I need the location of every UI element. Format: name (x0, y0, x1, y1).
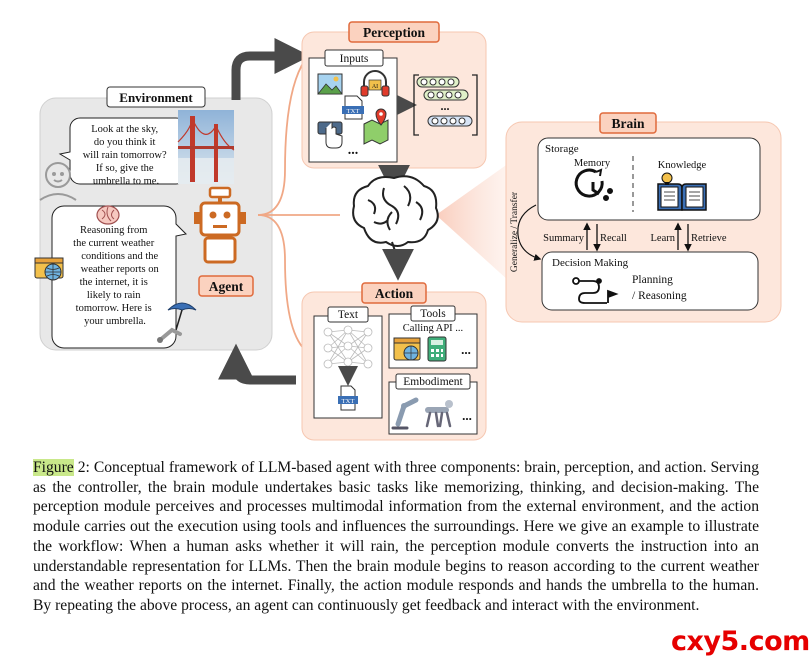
inputs-ellipsis: ... (348, 143, 359, 158)
txt-output-label: TXT (342, 398, 355, 405)
action-title: Action (375, 286, 414, 301)
calling-api-label: Calling API ... (403, 323, 463, 334)
caption-text: 2: Conceptual framework of LLM-based age… (33, 459, 759, 614)
tools-title: Tools (420, 308, 446, 320)
human-line-5: umbrella to me. (93, 176, 159, 187)
retrieve-label: Retrieve (691, 233, 727, 244)
brain-panel: Brain Storage Memory Knowledge (505, 112, 782, 323)
embodiment-title: Embodiment (403, 376, 463, 388)
recall-label: Recall (600, 233, 627, 244)
watermark-logo: cxy5.com (671, 626, 810, 657)
browser-globe-tool-icon (393, 337, 421, 361)
embodiment-title-box (395, 373, 471, 390)
memory-clock-icon (574, 168, 613, 201)
calculator-icon (427, 336, 447, 362)
svg-text:Reasoning from the cur: Reasoning from the current weather condi… (73, 225, 161, 327)
decision-making-box (541, 251, 759, 311)
text-title: Text (338, 309, 359, 321)
environment-title: Environment (119, 90, 193, 105)
embodiment-ellipsis: ... (462, 408, 472, 423)
framework-diagram: Environment Look at the sky, do you thin… (34, 21, 782, 441)
txt-output-icon: TXT (338, 385, 358, 411)
human-icon (39, 162, 77, 201)
figure-link[interactable]: Figure (33, 459, 74, 476)
umbrella-icon (157, 302, 197, 343)
robot-arm-icon (391, 397, 419, 430)
human-speech-bubble: Look at the sky, do you think it will ra… (58, 117, 187, 187)
human-line-3: will rain tomorrow? (83, 150, 167, 161)
human-line-1: Look at the sky, (91, 124, 158, 135)
generalize-arrow (517, 204, 542, 261)
knowledge-book-icon (657, 172, 707, 211)
human-line-2: do you think it (94, 137, 156, 148)
inputs-title: Inputs (340, 53, 369, 65)
brain-icon (352, 175, 439, 260)
figure-caption: Figure 2: Conceptual framework of LLM-ba… (33, 458, 759, 616)
inputs-title-box (324, 49, 384, 67)
brain-title: Brain (611, 116, 644, 131)
headphones-icon: AI (360, 70, 390, 97)
txt-document-icon: TXT (342, 95, 364, 120)
planning-path-icon (572, 277, 619, 304)
decision-making-label: Decision Making (552, 257, 629, 269)
perception-panel: Perception Inputs AI TXT (301, 21, 487, 169)
agent-line-3: conditions and the (81, 251, 158, 262)
bottom-loop-arrow (218, 343, 296, 385)
agent-line-7: tomorrow. Here is (76, 303, 152, 314)
action-panel: Action Text TXT Tools Calling API ... (301, 282, 487, 441)
tools-title-box (410, 305, 456, 322)
token-embeddings: ... (413, 74, 478, 136)
summary-label: Summary (543, 233, 585, 244)
neural-network-icon (323, 325, 373, 369)
image-icon (317, 73, 343, 95)
text-title-box (327, 306, 369, 323)
perception-title-box (348, 21, 440, 43)
ai-text: AI (372, 84, 378, 90)
action-title-box (361, 282, 427, 304)
top-loop-arrow (231, 38, 311, 100)
agent-line-5: the internet, it is (80, 277, 148, 288)
tools-ellipsis: ... (461, 342, 471, 357)
svg-text:Look at the sky, do yo: Look at the sky, do you think it will ra… (83, 124, 170, 187)
agent-line-8: your umbrella. (84, 316, 146, 327)
reasoning-label: / Reasoning (632, 290, 687, 302)
agent-speech-bubble: Reasoning from the current weather condi… (51, 205, 188, 349)
agent-line-2: the current weather (73, 238, 155, 249)
perception-title: Perception (363, 25, 425, 40)
planning-label: Planning (632, 274, 673, 286)
agent-label: Agent (209, 279, 244, 294)
touch-hand-icon (317, 121, 343, 149)
knowledge-label: Knowledge (658, 160, 707, 171)
txt-icon-label: TXT (347, 108, 360, 115)
robot-dog-icon (425, 400, 453, 428)
environment-panel: Environment Look at the sky, do you thin… (34, 86, 273, 351)
agent-connectors (257, 59, 340, 351)
learn-label: Learn (651, 233, 676, 244)
agent-label-box (198, 275, 254, 297)
agent-line-6: likely to rain (87, 290, 141, 301)
memory-label: Memory (574, 158, 611, 169)
human-line-4: If so, give the (96, 163, 154, 174)
agent-line-1: Reasoning from (80, 225, 147, 236)
map-pin-icon (363, 108, 389, 145)
generalize-label: Generalize / Transfer (509, 191, 520, 272)
environment-title-box (106, 86, 206, 108)
tokens-ellipsis: ... (441, 99, 450, 113)
small-brain-icon (96, 205, 120, 225)
agent-line-4: weather reports on (81, 264, 160, 275)
brain-title-box (599, 112, 657, 134)
agent-robot-icon (194, 186, 246, 264)
storage-label: Storage (545, 143, 579, 155)
bridge-photo (177, 110, 235, 184)
storage-decision-arrows (583, 222, 692, 252)
web-globe-icon (34, 257, 64, 281)
